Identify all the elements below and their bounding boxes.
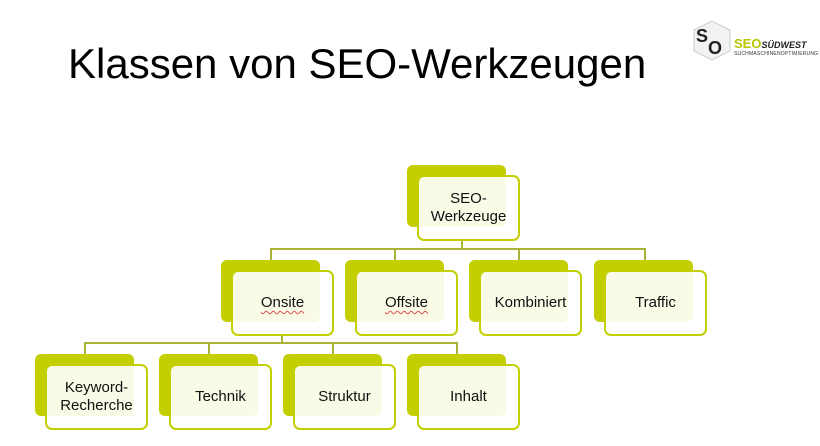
node-technik: Technik	[159, 354, 272, 430]
node-keyword-recherche: Keyword-Recherche	[35, 354, 148, 430]
node-offsite: Offsite	[345, 260, 458, 336]
logo-brand-suffix: SÜDWEST	[761, 40, 807, 50]
connector	[281, 334, 283, 344]
connector	[270, 248, 272, 260]
node-seo-werkzeuge: SEO-Werkzeuge	[407, 165, 520, 241]
logo-cube-icon: S O	[693, 20, 731, 61]
node-kombiniert: Kombiniert	[469, 260, 582, 336]
connector	[84, 342, 458, 344]
logo-brand: SEO	[734, 36, 762, 51]
node-inhalt: Inhalt	[407, 354, 520, 430]
logo-tagline: SUCHMASCHINENOPTIMIERUNG	[734, 51, 819, 57]
connector	[270, 248, 646, 250]
node-traffic: Traffic	[594, 260, 707, 336]
node-onsite: Onsite	[221, 260, 334, 336]
connector	[332, 342, 334, 354]
svg-text:S: S	[696, 26, 708, 46]
node-struktur: Struktur	[283, 354, 396, 430]
connector	[394, 248, 396, 260]
connector	[208, 342, 210, 354]
connector	[84, 342, 86, 354]
connector	[644, 248, 646, 260]
connector	[518, 248, 520, 260]
connector	[456, 342, 458, 354]
logo: S O SEOSÜDWEST SUCHMASCHINENOPTIMIERUNG	[690, 18, 819, 63]
svg-text:O: O	[708, 38, 722, 58]
slide-title: Klassen von SEO-Werkzeugen	[68, 40, 647, 87]
connector	[461, 240, 463, 250]
